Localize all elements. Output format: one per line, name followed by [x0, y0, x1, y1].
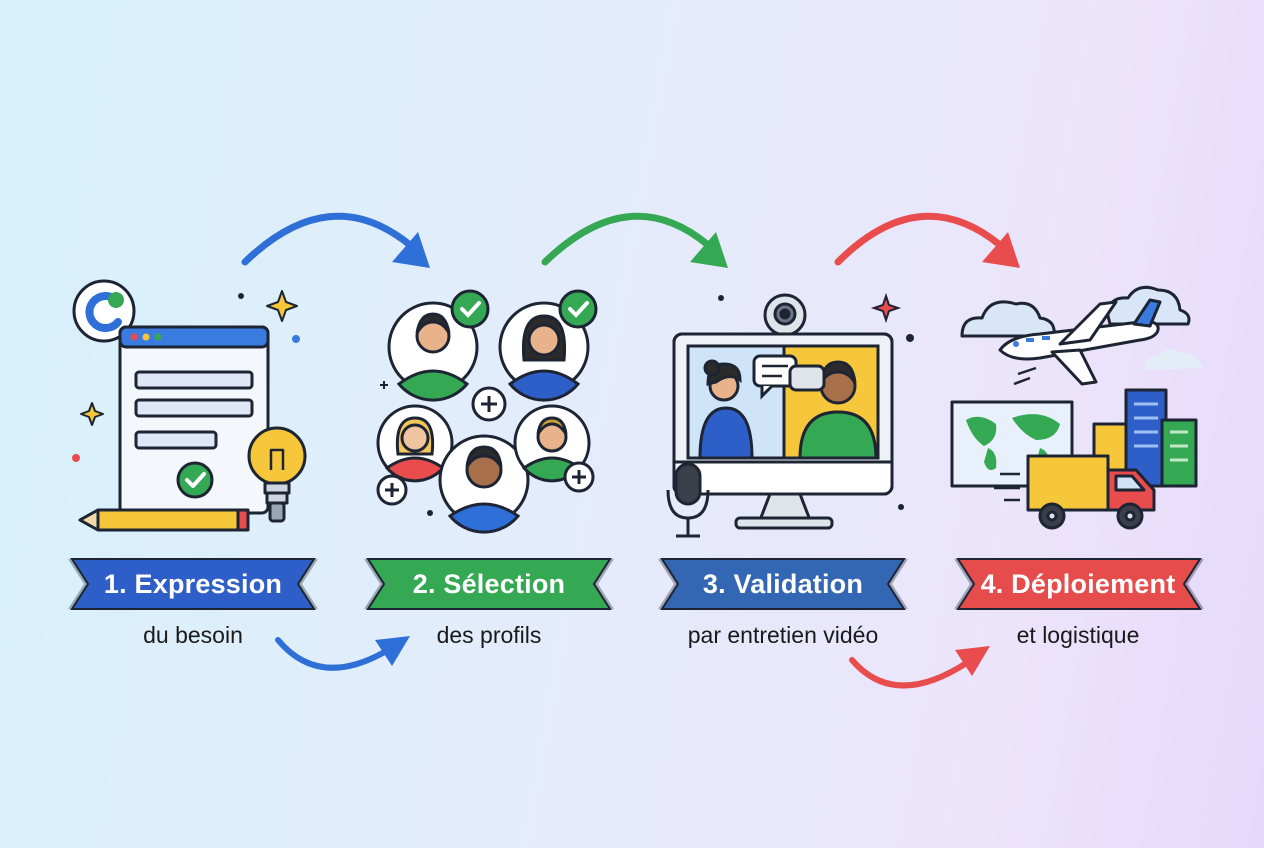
step-1-subtitle: du besoin: [143, 622, 243, 648]
step-4-ribbon: [956, 558, 1202, 610]
step-1-ribbon: [70, 558, 316, 610]
step-1-title: 1. Expression: [103, 569, 283, 599]
step-3-ribbon: [660, 558, 906, 610]
arrow-step3-to-step4: [834, 212, 1020, 268]
document-form-icon: [72, 279, 307, 532]
step-4-title: 4. Déploiement: [980, 569, 1176, 599]
arrow-bottom-step1-to-step2: [275, 636, 410, 671]
step-3-subtitle: par entretien vidéo: [687, 622, 879, 648]
video-interview-icon: [666, 292, 914, 538]
arrow-step2-to-step3: [541, 212, 728, 268]
arrow-step1-to-step2: [241, 212, 430, 268]
arrow-bottom-step3-to-step4: [849, 646, 990, 689]
travel-logistics-icon: [950, 285, 1204, 530]
step-2-subtitle: des profils: [436, 622, 542, 648]
candidate-profiles-icon: [376, 289, 598, 534]
step-3-title: 3. Validation: [702, 569, 864, 599]
step-2-ribbon: [366, 558, 612, 610]
step-2-title: 2. Sélection: [412, 569, 566, 599]
step-4-subtitle: et logistique: [1016, 622, 1140, 648]
